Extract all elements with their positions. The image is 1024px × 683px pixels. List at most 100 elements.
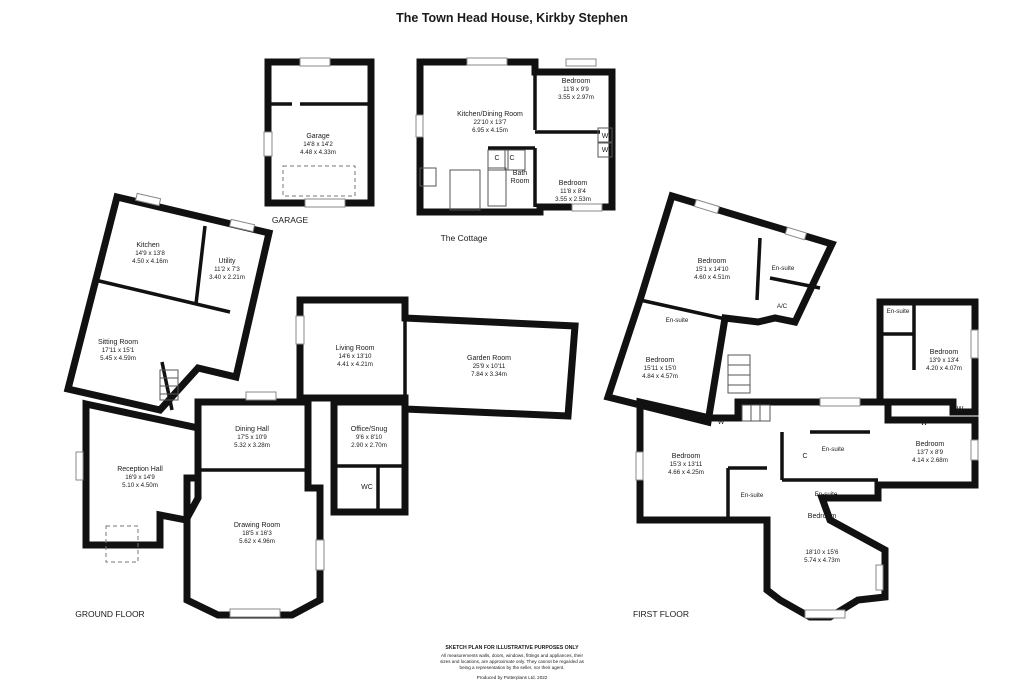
svg-text:All measurements walls, doors,: All measurements walls, doors, windows, … bbox=[441, 653, 583, 658]
svg-text:5.10 x 4.50m: 5.10 x 4.50m bbox=[122, 482, 158, 489]
svg-text:4.14 x 2.68m: 4.14 x 2.68m bbox=[912, 457, 948, 464]
ff-bedroom-mid-label: Bedroom 15'3 x 13'11 4.66 x 4.25m bbox=[668, 453, 704, 476]
svg-text:3.40 x 2.21m: 3.40 x 2.21m bbox=[209, 274, 245, 281]
svg-text:Bedroom: Bedroom bbox=[930, 349, 959, 356]
svg-text:Bedroom: Bedroom bbox=[698, 258, 727, 265]
svg-text:Produced by Potterplans Ltd. 2: Produced by Potterplans Ltd. 2022 bbox=[477, 675, 548, 680]
svg-text:4.50 x 4.16m: 4.50 x 4.16m bbox=[132, 258, 168, 265]
ff-bedroom-bottom-label: Bedroom 18'10 x 15'6 5.74 x 4.73m bbox=[804, 513, 840, 564]
svg-text:7.84 x 3.34m: 7.84 x 3.34m bbox=[471, 371, 507, 378]
svg-text:Living Room: Living Room bbox=[336, 345, 375, 352]
en-suite-label: En-suite bbox=[887, 308, 910, 315]
svg-text:14'9 x 13'8: 14'9 x 13'8 bbox=[135, 250, 165, 257]
cottage-cupboard-label: C bbox=[509, 155, 514, 162]
svg-text:11'8 x 8'4: 11'8 x 8'4 bbox=[560, 188, 586, 195]
svg-text:5.32 x 3.28m: 5.32 x 3.28m bbox=[234, 442, 270, 449]
svg-text:Dining Hall: Dining Hall bbox=[235, 426, 269, 433]
sitting-room-label: Sitting Room 17'11 x 15'1 5.45 x 4.59m bbox=[98, 339, 138, 362]
wardrobe-label: W bbox=[957, 406, 964, 413]
utility-label: Utility 11'2 x 7'3 3.40 x 2.21m bbox=[209, 258, 245, 281]
svg-text:Sitting Room: Sitting Room bbox=[98, 339, 138, 346]
wc-label: WC bbox=[361, 484, 373, 491]
garage-label: Garage 14'8 x 14'2 4.48 x 4.33m bbox=[300, 133, 336, 156]
svg-text:Garden Room: Garden Room bbox=[467, 355, 511, 362]
reception-hall-label: Reception Hall 16'9 x 14'9 5.10 x 4.50m bbox=[117, 466, 163, 489]
cupboard-label: C bbox=[802, 453, 807, 460]
svg-text:5.62 x 4.96m: 5.62 x 4.96m bbox=[239, 538, 275, 545]
svg-text:5.45 x 4.59m: 5.45 x 4.59m bbox=[100, 355, 136, 362]
svg-text:15'1 x 14'10: 15'1 x 14'10 bbox=[696, 266, 730, 273]
section-label-cottage: The Cottage bbox=[441, 233, 488, 243]
svg-text:4.60 x 4.51m: 4.60 x 4.51m bbox=[694, 274, 730, 281]
cottage-wardrobe-label: W bbox=[602, 133, 609, 140]
office-snug-label: Office/Snug 9'6 x 8'10 2.90 x 2.70m bbox=[351, 426, 388, 449]
svg-text:SKETCH PLAN FOR ILLUSTRATIVE P: SKETCH PLAN FOR ILLUSTRATIVE PURPOSES ON… bbox=[445, 645, 579, 651]
svg-text:14'8 x 14'2: 14'8 x 14'2 bbox=[303, 141, 333, 148]
svg-text:4.20 x 4.07m: 4.20 x 4.07m bbox=[926, 365, 962, 372]
svg-text:Bedroom: Bedroom bbox=[646, 357, 675, 364]
svg-text:13'7 x 8'9: 13'7 x 8'9 bbox=[917, 449, 944, 456]
ff-bedroom-right-top-label: Bedroom 13'9 x 13'4 4.20 x 4.07m bbox=[926, 349, 962, 372]
cottage-wardrobe-label: W bbox=[602, 147, 609, 154]
en-suite-label: En-suite bbox=[822, 446, 845, 453]
section-label-garage: GARAGE bbox=[272, 215, 309, 225]
svg-text:15'3 x 13'11: 15'3 x 13'11 bbox=[670, 461, 703, 468]
svg-text:4.41 x 4.21m: 4.41 x 4.21m bbox=[337, 361, 373, 368]
svg-text:17'11 x 15'1: 17'11 x 15'1 bbox=[102, 347, 135, 354]
svg-text:Bedroom: Bedroom bbox=[808, 513, 837, 520]
disclaimer: SKETCH PLAN FOR ILLUSTRATIVE PURPOSES ON… bbox=[440, 645, 585, 680]
svg-text:11'8 x 9'9: 11'8 x 9'9 bbox=[563, 86, 589, 93]
drawing-room-label: Drawing Room 18'5 x 16'3 5.62 x 4.96m bbox=[234, 522, 280, 545]
svg-text:15'11 x 15'0: 15'11 x 15'0 bbox=[644, 365, 677, 372]
svg-text:25'9 x 10'11: 25'9 x 10'11 bbox=[473, 363, 506, 370]
svg-text:14'6 x 13'10: 14'6 x 13'10 bbox=[339, 353, 373, 360]
svg-text:5.74 x 4.73m: 5.74 x 4.73m bbox=[804, 557, 840, 564]
ff-bedroom-top-label: Bedroom 15'1 x 14'10 4.60 x 4.51m bbox=[694, 258, 730, 281]
air-con-label: A/C bbox=[777, 303, 788, 310]
svg-text:Drawing Room: Drawing Room bbox=[234, 522, 280, 529]
first-floor-plan: Bedroom 15'1 x 14'10 4.60 x 4.51m Bedroo… bbox=[603, 191, 979, 621]
cottage-bedroom-2-label: Bedroom 11'8 x 8'4 3.55 x 2.53m bbox=[555, 180, 591, 203]
svg-text:11'2 x 7'3: 11'2 x 7'3 bbox=[214, 266, 240, 273]
garden-room-label: Garden Room 25'9 x 10'11 7.84 x 3.34m bbox=[467, 355, 511, 378]
plan-title: The Town Head House, Kirkby Stephen bbox=[396, 11, 628, 25]
svg-text:Bedroom: Bedroom bbox=[562, 78, 591, 85]
cottage-cupboard-label: C bbox=[494, 155, 499, 162]
cottage-plan: Kitchen/Dining Room 22'10 x 13'7 6.95 x … bbox=[415, 57, 616, 216]
garage-plan: Garage 14'8 x 14'2 4.48 x 4.33m bbox=[263, 57, 375, 208]
wardrobe-label: W bbox=[718, 419, 725, 426]
en-suite-label: En-suite bbox=[772, 265, 795, 272]
svg-text:18'5 x 16'3: 18'5 x 16'3 bbox=[242, 530, 272, 537]
svg-text:Office/Snug: Office/Snug bbox=[351, 426, 388, 433]
svg-text:Reception Hall: Reception Hall bbox=[117, 466, 163, 473]
en-suite-label: En-suite bbox=[815, 491, 838, 498]
svg-text:Bedroom: Bedroom bbox=[916, 441, 945, 448]
wardrobe-label: W bbox=[921, 420, 928, 427]
cottage-bedroom-1-label: Bedroom 11'8 x 9'9 3.55 x 2.97m bbox=[558, 78, 594, 101]
svg-text:Garage: Garage bbox=[306, 133, 329, 140]
svg-text:4.48 x 4.33m: 4.48 x 4.33m bbox=[300, 149, 336, 156]
svg-text:Kitchen/Dining Room: Kitchen/Dining Room bbox=[457, 111, 523, 118]
kitchen-label: Kitchen 14'9 x 13'8 4.50 x 4.16m bbox=[132, 242, 168, 265]
svg-text:being a representation by the: being a representation by the seller, no… bbox=[460, 665, 565, 670]
svg-text:2.90 x 2.70m: 2.90 x 2.70m bbox=[351, 442, 387, 449]
svg-text:9'6 x 8'10: 9'6 x 8'10 bbox=[356, 434, 383, 441]
ff-bedroom-left-label: Bedroom 15'11 x 15'0 4.84 x 4.57m bbox=[642, 357, 678, 380]
svg-text:Bedroom: Bedroom bbox=[559, 180, 588, 187]
svg-text:Kitchen: Kitchen bbox=[136, 242, 159, 249]
svg-text:4.66 x 4.25m: 4.66 x 4.25m bbox=[668, 469, 704, 476]
svg-text:sizes and locations, are appro: sizes and locations, are approximate onl… bbox=[440, 659, 585, 664]
svg-text:3.55 x 2.53m: 3.55 x 2.53m bbox=[555, 196, 591, 203]
ground-floor-plan: Kitchen 14'9 x 13'8 4.50 x 4.16m Utility… bbox=[63, 192, 579, 619]
svg-text:3.55 x 2.97m: 3.55 x 2.97m bbox=[558, 94, 594, 101]
svg-text:17'5 x 10'9: 17'5 x 10'9 bbox=[237, 434, 267, 441]
living-room-label: Living Room 14'6 x 13'10 4.41 x 4.21m bbox=[336, 345, 375, 368]
cottage-kitchen-label: Kitchen/Dining Room 22'10 x 13'7 6.95 x … bbox=[457, 111, 523, 134]
en-suite-label: En-suite bbox=[666, 317, 689, 324]
svg-text:22'10 x 13'7: 22'10 x 13'7 bbox=[474, 119, 508, 126]
svg-text:Bedroom: Bedroom bbox=[672, 453, 701, 460]
svg-text:Utility: Utility bbox=[218, 258, 236, 265]
en-suite-label: En-suite bbox=[741, 492, 764, 499]
